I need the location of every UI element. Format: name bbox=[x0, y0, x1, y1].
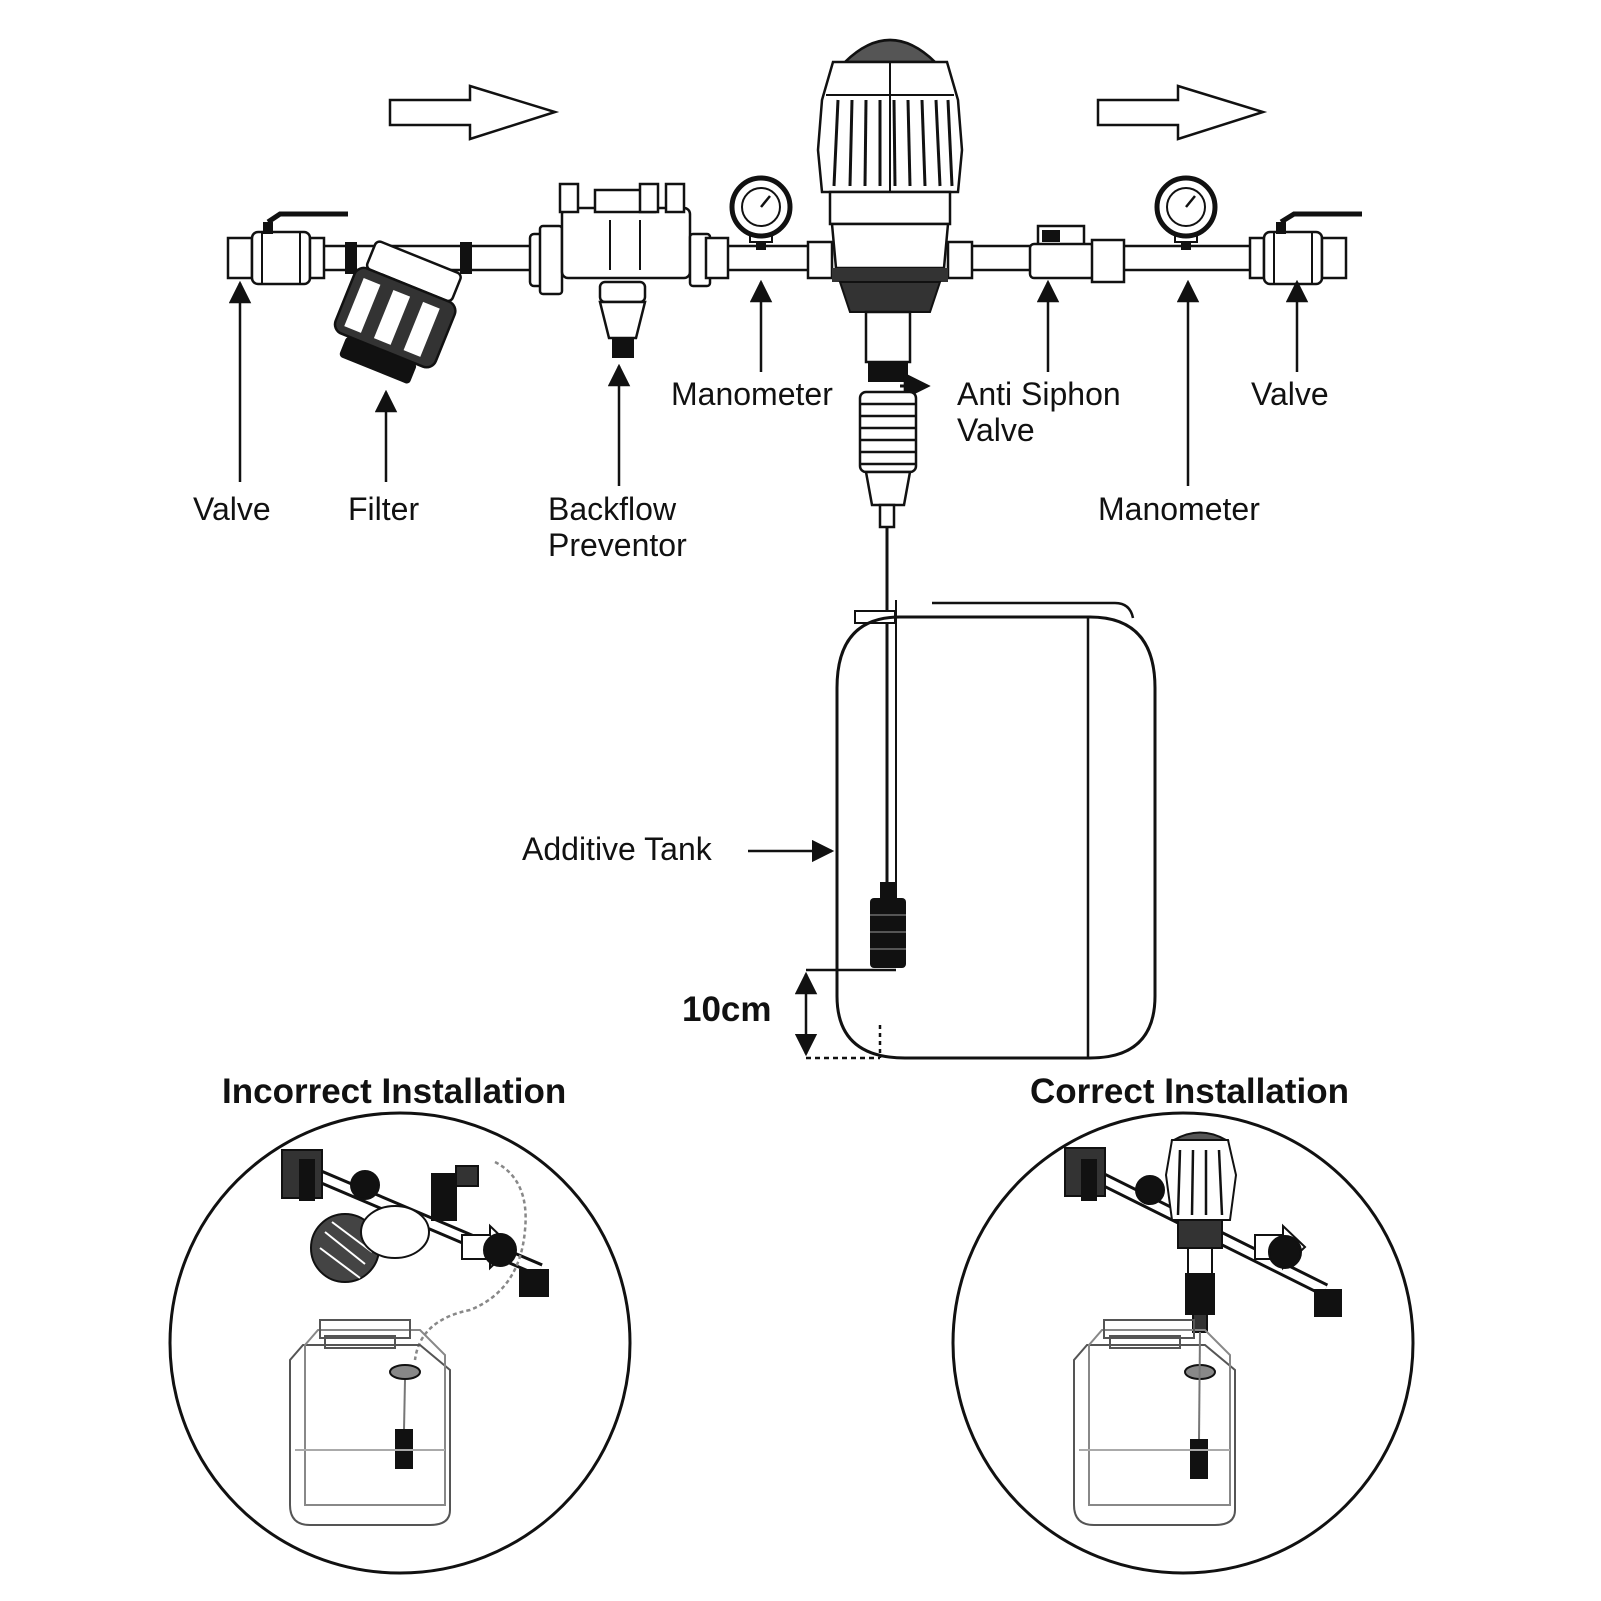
backflow-label-line1: Backflow bbox=[548, 491, 677, 527]
backflow-preventor bbox=[528, 182, 730, 358]
manometer-left bbox=[729, 175, 793, 250]
manometer-left-label: Manometer bbox=[671, 376, 833, 412]
valve-left bbox=[226, 211, 348, 286]
backflow-preventor-label: Backflow Preventor bbox=[548, 491, 687, 564]
anti-siphon-label-line1: Anti Siphon bbox=[957, 376, 1121, 412]
filter-label: Filter bbox=[348, 491, 420, 527]
filter bbox=[333, 240, 472, 384]
flow-arrow-left-icon bbox=[388, 84, 560, 141]
backflow-label-line2: Preventor bbox=[548, 526, 687, 563]
flow-arrow-right-icon bbox=[1096, 84, 1268, 141]
correct-installation-scene bbox=[1064, 1131, 1342, 1526]
correct-installation-heading: Correct Installation bbox=[1030, 1072, 1349, 1111]
valve-left-label: Valve bbox=[193, 491, 271, 527]
incorrect-installation-heading: Incorrect Installation bbox=[222, 1072, 567, 1111]
anti-siphon-valve bbox=[1028, 224, 1126, 284]
depth-label: 10cm bbox=[682, 990, 772, 1029]
anti-siphon-valve-label: Anti Siphon Valve bbox=[957, 376, 1121, 449]
depth-dimension bbox=[794, 968, 896, 1060]
incorrect-installation-scene bbox=[281, 1149, 549, 1526]
manometer-right bbox=[1154, 175, 1218, 250]
dosing-pump bbox=[806, 38, 974, 529]
manometer-right-label: Manometer bbox=[1098, 491, 1260, 527]
additive-tank-label: Additive Tank bbox=[522, 831, 712, 867]
label-arrows bbox=[228, 279, 1309, 863]
valve-right bbox=[1248, 211, 1362, 286]
correct-installation-circle bbox=[951, 1111, 1415, 1575]
incorrect-installation-circle bbox=[168, 1111, 632, 1575]
additive-tank bbox=[835, 601, 1157, 1060]
anti-siphon-label-line2: Valve bbox=[957, 411, 1035, 448]
valve-right-label: Valve bbox=[1251, 376, 1329, 412]
